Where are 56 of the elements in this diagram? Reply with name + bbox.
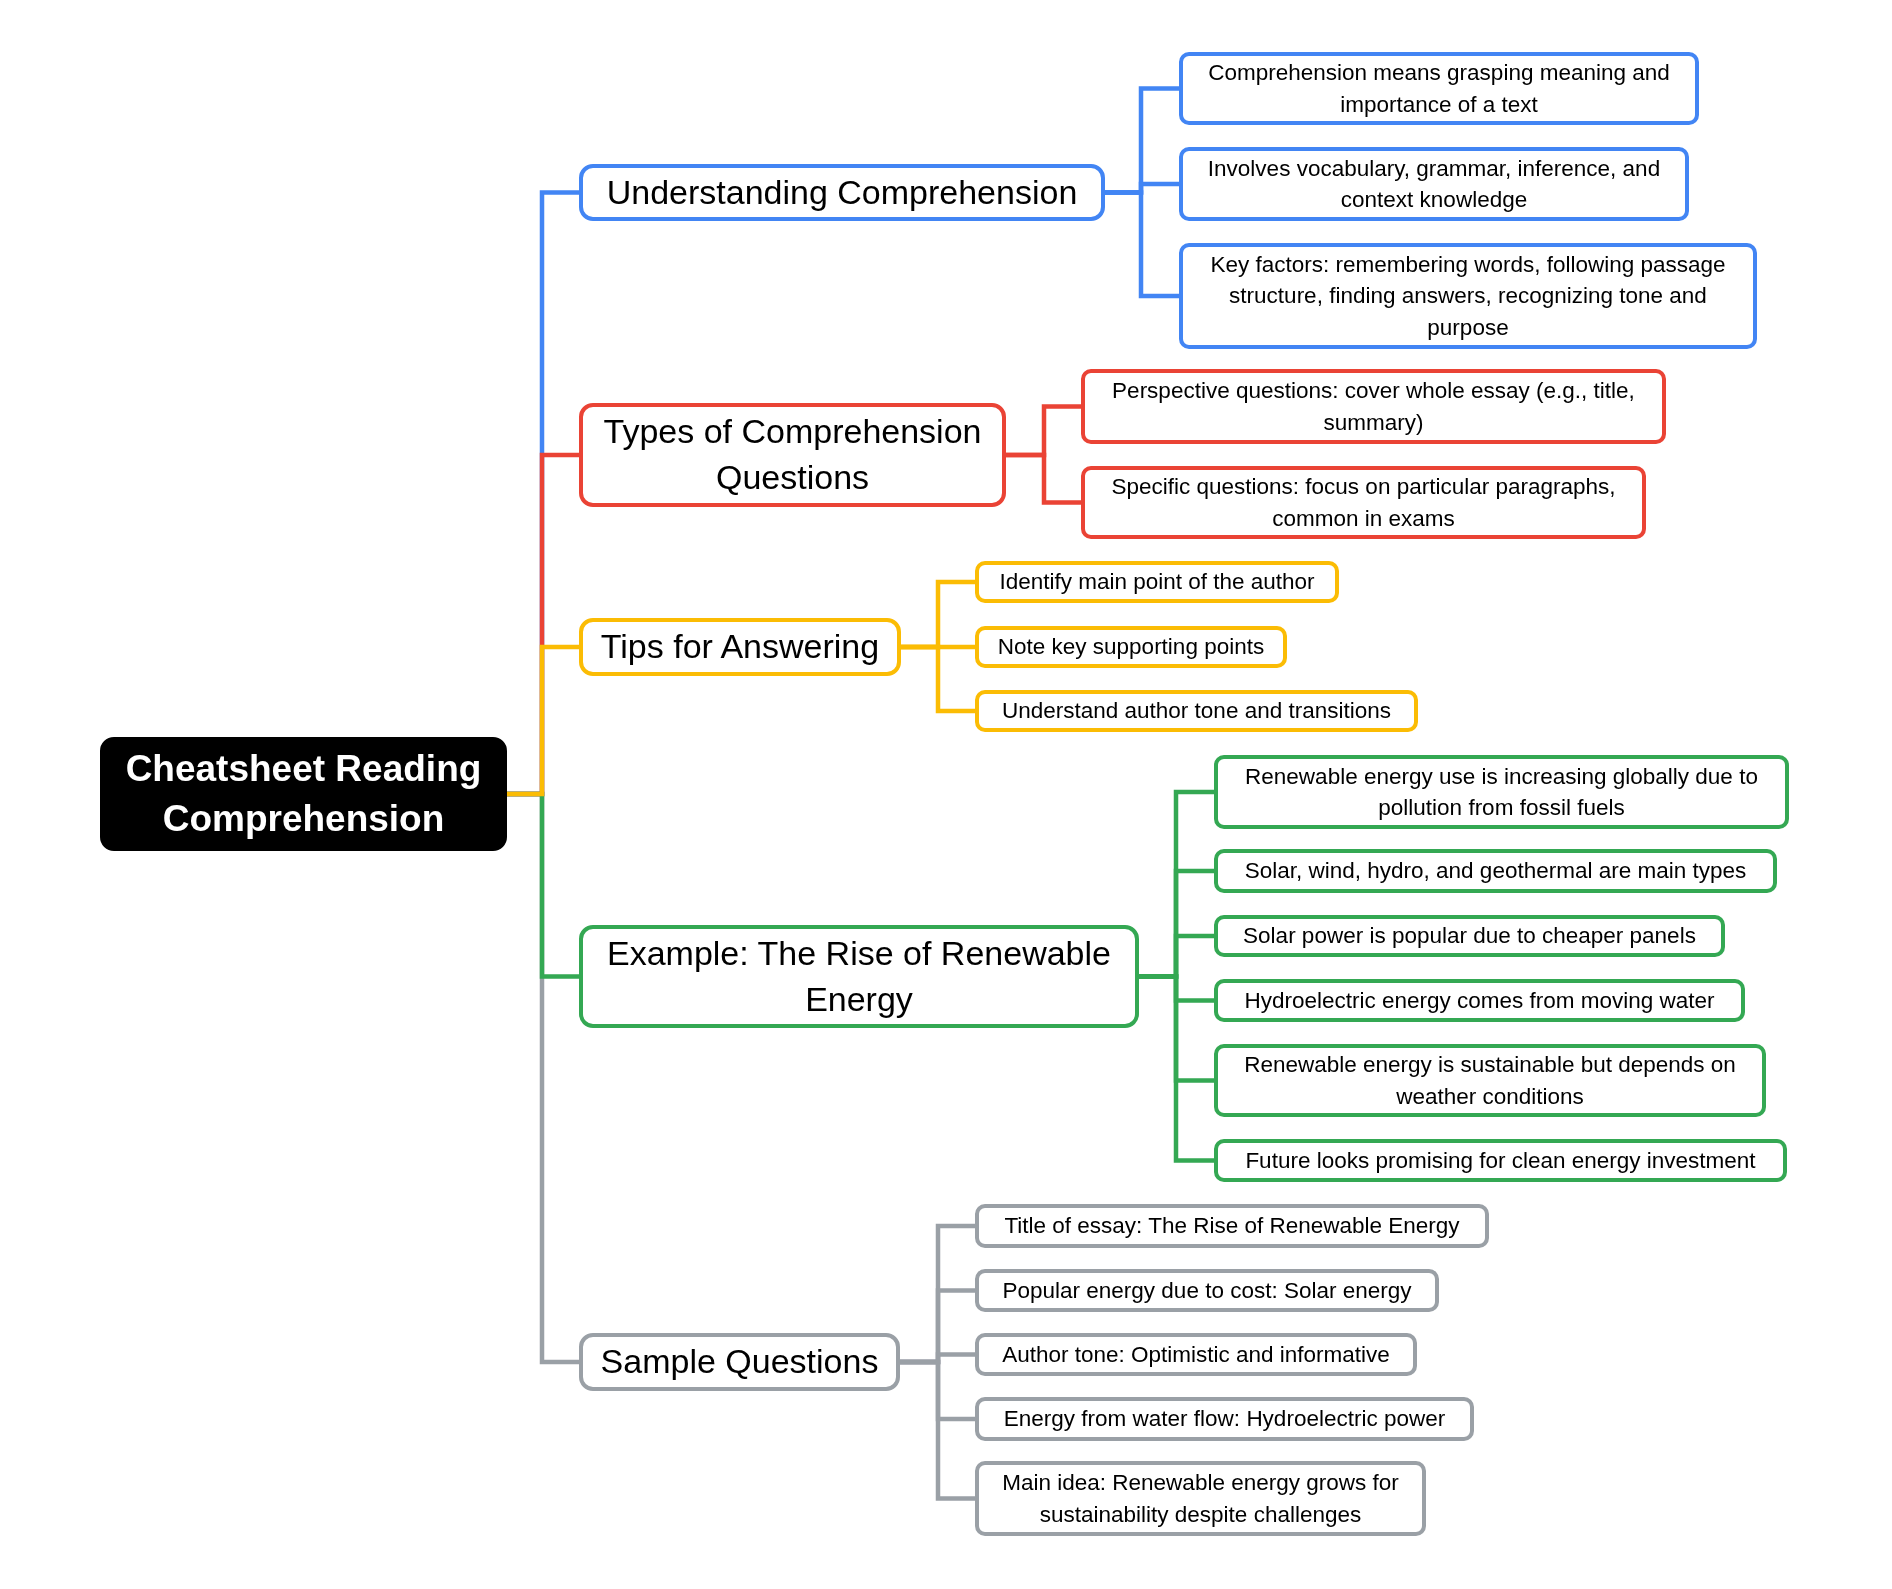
- topic-text: Hydroelectric energy comes from moving water: [1244, 987, 1715, 1015]
- topic-text: Future looks promising for clean energy investment: [1245, 1147, 1756, 1175]
- subtopic-box: [1214, 849, 1777, 893]
- topic-text: Understanding Comprehension: [606, 171, 1078, 213]
- topic-text: Solar power is popular due to cheaper panels: [1243, 922, 1696, 951]
- connector-line: [1139, 974, 1214, 1003]
- subtopic-box: [1214, 755, 1789, 829]
- connector-line: [507, 644, 579, 797]
- topic-text: Main idea: Renewable energy grows for sustainability despite challenges: [1001, 1469, 1400, 1529]
- topic-text: Types of Comprehension Questions: [602, 411, 983, 498]
- topic-text: Perspective questions: cover whole essay (e.g., title, summary): [1111, 377, 1636, 437]
- subtopic-box: [1214, 979, 1745, 1022]
- subtopic-box: [1214, 1139, 1787, 1182]
- topic-text: Understand author tone and transitions: [1002, 697, 1391, 726]
- topic-text: Key factors: remembering words, following passage structure, finding answers, recognizing tone and purpose: [1209, 251, 1727, 342]
- topic-text: Cheatsheet Reading Comprehension: [124, 747, 483, 841]
- topic-text: Comprehension means grasping meaning and importance of a text: [1207, 59, 1671, 119]
- topic-text: Renewable energy is sustainable but depends on weather conditions: [1243, 1051, 1737, 1111]
- subtopic-box: [975, 1397, 1474, 1441]
- topic-text: Identify main point of the author: [999, 568, 1315, 597]
- subtopic-box: [1214, 915, 1725, 957]
- branch-topic-box: [579, 164, 1105, 221]
- subtopic-box: [1179, 243, 1757, 349]
- connector-line: [901, 644, 975, 650]
- subtopic-box: [975, 626, 1287, 668]
- subtopic-box: [1179, 147, 1689, 221]
- topic-text: Title of essay: The Rise of Renewable Energy: [1004, 1212, 1460, 1241]
- topic-text: Example: The Rise of Renewable Energy: [606, 932, 1112, 1020]
- topic-text: Tips for Answering: [600, 626, 880, 668]
- topic-text: Popular energy due to cost: Solar energy: [1002, 1277, 1412, 1305]
- subtopic-box: [1081, 466, 1646, 539]
- subtopic-box: [1214, 1044, 1766, 1117]
- branch-topic-box: [579, 925, 1139, 1028]
- connector-line: [1006, 452, 1081, 505]
- branch-topic-box: [579, 403, 1006, 507]
- subtopic-box: [975, 1269, 1439, 1312]
- subtopic-box: [1179, 52, 1699, 125]
- branch-topic-box: [579, 1333, 900, 1391]
- subtopic-box: [975, 1204, 1489, 1248]
- topic-text: Sample Questions: [600, 1341, 879, 1383]
- connector-line: [1105, 181, 1179, 195]
- topic-text: Author tone: Optimistic and informative: [1002, 1341, 1390, 1369]
- subtopic-box: [975, 690, 1418, 732]
- branch-topic-box: [579, 618, 901, 676]
- topic-text: Solar, wind, hydro, and geothermal are main types: [1244, 857, 1747, 886]
- topic-text: Renewable energy use is increasing globally due to pollution from fossil fuels: [1244, 762, 1759, 822]
- subtopic-box: [975, 1333, 1417, 1376]
- central-topic-box: [100, 737, 507, 851]
- subtopic-box: [1081, 369, 1666, 444]
- topic-text: Energy from water flow: Hydroelectric power: [1003, 1405, 1446, 1434]
- subtopic-box: [975, 1461, 1426, 1536]
- topic-text: Specific questions: focus on particular paragraphs, common in exams: [1110, 473, 1617, 533]
- topic-text: Note key supporting points: [997, 633, 1265, 662]
- topic-text: Involves vocabulary, grammar, inference, and context knowledge: [1206, 154, 1662, 214]
- connector-line: [900, 1352, 975, 1365]
- subtopic-box: [975, 561, 1339, 603]
